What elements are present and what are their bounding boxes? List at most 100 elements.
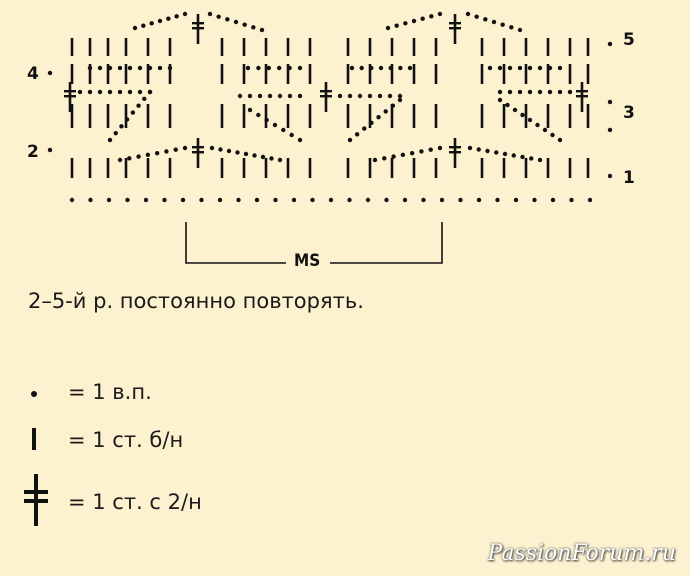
single-crochet-stitch <box>524 38 528 56</box>
chain-stitch <box>97 89 103 95</box>
chain-stitch <box>289 132 294 138</box>
single-crochet-stitch <box>242 158 246 178</box>
chain-stitch <box>420 16 425 21</box>
single-crochet-stitch <box>524 158 528 178</box>
chain-stitch <box>164 149 169 154</box>
single-crochet-stitch <box>480 104 484 128</box>
single-crochet-stitch <box>106 104 110 128</box>
single-crochet-stitch <box>286 64 290 84</box>
chain-stitch <box>429 14 434 19</box>
chain-stitch <box>500 22 505 27</box>
single-crochet-stitch <box>568 158 572 178</box>
chain-stitch <box>242 22 247 27</box>
chain-stitch <box>509 25 514 30</box>
single-crochet-stitch <box>546 64 550 84</box>
chain-stitch <box>354 132 360 137</box>
chain-stitch <box>264 117 269 123</box>
chain-stitch <box>407 65 413 71</box>
chain-stitch <box>377 93 383 99</box>
foundation-chain <box>550 197 556 203</box>
chain-stitch <box>502 151 508 157</box>
chain-stitch <box>537 89 543 95</box>
single-crochet-stitch <box>368 104 372 128</box>
single-crochet-stitch <box>286 38 290 56</box>
single-crochet-stitch <box>88 64 92 84</box>
chain-stitch <box>483 17 488 22</box>
foundation-chain <box>199 197 204 203</box>
row-number-3: 3 <box>623 103 635 123</box>
single-crochet-stitch <box>124 158 128 178</box>
single-crochet-stitch <box>264 158 268 178</box>
single-crochet-stitch <box>434 104 438 128</box>
double-treble-icon <box>24 474 48 526</box>
chain-stitch <box>390 103 396 108</box>
chain-stitch <box>226 148 232 154</box>
chain-stitch <box>511 153 516 158</box>
chain-stitch <box>397 93 403 99</box>
foundation-chain <box>291 197 297 203</box>
single-crochet-stitch <box>308 38 312 56</box>
double-treble-stitch <box>320 82 332 112</box>
repeat-bracket <box>185 222 443 264</box>
chain-stitch <box>527 65 533 71</box>
chain-stitch <box>272 122 278 128</box>
chain-stitch <box>149 21 154 26</box>
chain-stitch <box>127 89 133 95</box>
foundation-chain <box>421 197 426 203</box>
chain-stitch <box>107 137 113 143</box>
single-crochet-stitch <box>70 158 74 178</box>
chain-stitch <box>141 23 146 28</box>
single-crochet-stitch <box>368 38 372 56</box>
chain-stitch <box>567 89 573 95</box>
single-crochet-stitch <box>390 158 394 178</box>
chain-stitch <box>277 65 282 71</box>
chain-stitch <box>378 65 384 71</box>
single-crochet-stitch <box>124 38 128 56</box>
single-crochet-stitch <box>220 158 224 178</box>
single-crochet-stitch <box>502 104 506 128</box>
chain-stitch <box>474 14 479 19</box>
single-crochet-stitch <box>586 158 590 178</box>
chain-stitch-icon <box>31 391 37 397</box>
chain-stitch <box>376 114 381 120</box>
chain-stitch <box>497 65 503 71</box>
chain-stitch <box>383 109 388 114</box>
chain-stitch <box>487 65 493 71</box>
chain-stitch <box>157 18 163 24</box>
chain-stitch <box>369 65 374 71</box>
single-crochet-stitch <box>568 64 572 84</box>
chain-stitch <box>507 65 513 71</box>
foundation-chain <box>88 197 93 203</box>
single-crochet-stitch <box>242 104 246 128</box>
single-crochet-stitch <box>390 64 394 84</box>
chain-stitch <box>136 103 141 108</box>
chain-stitch <box>142 96 147 102</box>
single-crochet-stitch <box>586 64 590 84</box>
single-crochet-stitch <box>546 158 550 178</box>
single-crochet-stitch <box>346 158 350 178</box>
single-crochet-stitch <box>434 64 438 84</box>
single-crochet-icon <box>32 428 36 450</box>
single-crochet-stitch <box>524 104 528 128</box>
single-crochet-stitch <box>124 64 128 84</box>
single-crochet-stitch <box>70 64 74 84</box>
chain-stitch <box>409 150 415 156</box>
chain-stitch <box>537 65 543 71</box>
chain-stitch <box>607 173 613 179</box>
chain-stitch <box>117 65 123 71</box>
foundation-chain <box>236 197 241 203</box>
chain-stitch <box>369 120 374 126</box>
chain-stitch <box>137 89 143 95</box>
chain-stitch <box>337 93 343 99</box>
foundation-chain <box>347 197 352 203</box>
single-crochet-stitch <box>412 64 416 84</box>
chain-stitch <box>182 11 188 17</box>
chain-stitch <box>387 93 393 99</box>
foundation-chain <box>476 197 482 203</box>
single-crochet-stitch <box>264 64 268 84</box>
single-crochet-stitch <box>524 64 528 84</box>
single-crochet-stitch <box>568 38 572 56</box>
chain-stitch <box>476 147 481 152</box>
single-crochet-stitch <box>88 104 92 128</box>
chain-stitch <box>259 27 265 33</box>
